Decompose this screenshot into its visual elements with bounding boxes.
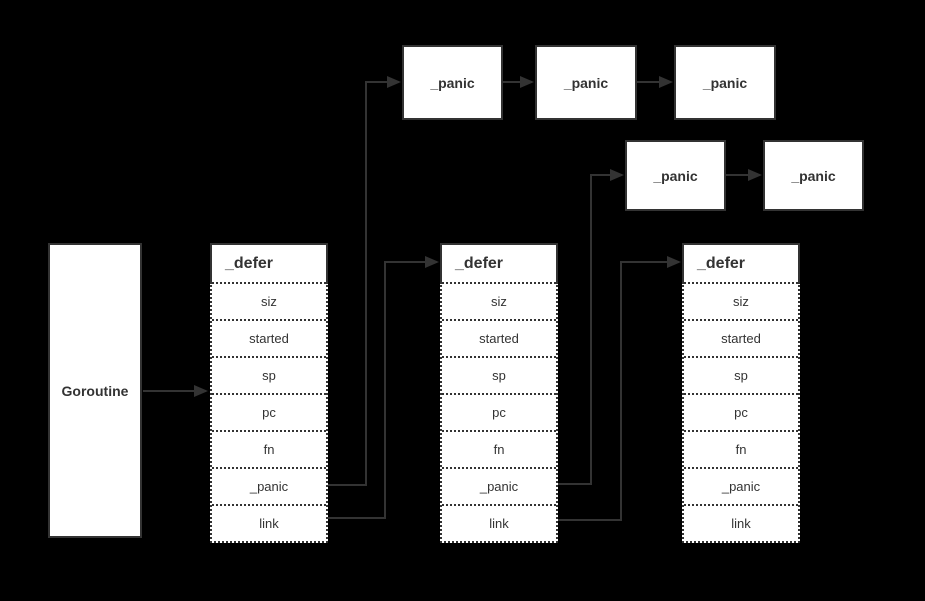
defer-field-sp: sp [442, 356, 556, 393]
defer-struct-2: _defer siz started sp pc fn _panic link [440, 243, 558, 543]
defer-field-panic: _panic [684, 467, 798, 504]
panic-box-3: _panic [674, 45, 776, 120]
defer-title: _defer [682, 243, 800, 282]
defer-field-started: started [212, 319, 326, 356]
panic-box-4: _panic [625, 140, 726, 211]
defer-struct-3: _defer siz started sp pc fn _panic link [682, 243, 800, 543]
defer-title: _defer [440, 243, 558, 282]
defer-field-link: link [684, 504, 798, 541]
goroutine-label: Goroutine [61, 382, 129, 399]
defer-field-siz: siz [684, 282, 798, 319]
defer-field-siz: siz [442, 282, 556, 319]
panic-box-label: _panic [563, 74, 609, 91]
goroutine-box: Goroutine [48, 243, 142, 538]
panic-box-label: _panic [702, 74, 748, 91]
panic-box-label: _panic [791, 167, 836, 184]
defer-field-started: started [442, 319, 556, 356]
defer-struct-1: _defer siz started sp pc fn _panic link [210, 243, 328, 543]
defer-field-siz: siz [212, 282, 326, 319]
panic-box-label: _panic [653, 167, 698, 184]
defer-field-pc: pc [442, 393, 556, 430]
arrow-defer2-link-to-defer3 [558, 256, 681, 521]
defer-field-link: link [442, 504, 556, 541]
defer-title: _defer [210, 243, 328, 282]
defer-field-sp: sp [212, 356, 326, 393]
defer-field-fn: fn [684, 430, 798, 467]
arrow-defer1-panic-to-panic1 [328, 76, 401, 486]
defer-field-panic: _panic [212, 467, 326, 504]
defer-field-fn: fn [442, 430, 556, 467]
defer-fields: siz started sp pc fn _panic link [440, 282, 558, 543]
panic-box-2: _panic [535, 45, 637, 120]
panic-box-1: _panic [402, 45, 503, 120]
defer-field-pc: pc [684, 393, 798, 430]
defer-fields: siz started sp pc fn _panic link [682, 282, 800, 543]
panic-box-5: _panic [763, 140, 864, 211]
defer-field-started: started [684, 319, 798, 356]
defer-field-pc: pc [212, 393, 326, 430]
defer-fields: siz started sp pc fn _panic link [210, 282, 328, 543]
panic-box-label: _panic [430, 74, 475, 91]
defer-field-panic: _panic [442, 467, 556, 504]
arrow-defer2-panic-to-panic4 [558, 169, 624, 485]
defer-field-fn: fn [212, 430, 326, 467]
arrow-defer1-link-to-defer2 [328, 256, 439, 519]
defer-field-link: link [212, 504, 326, 541]
defer-field-sp: sp [684, 356, 798, 393]
